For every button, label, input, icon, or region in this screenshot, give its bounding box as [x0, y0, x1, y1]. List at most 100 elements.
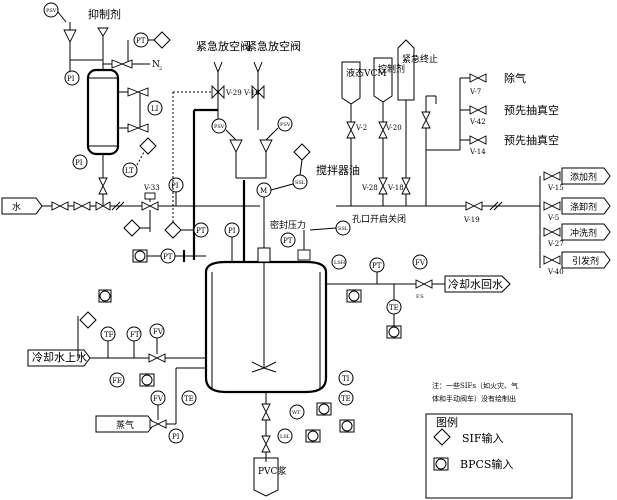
lt-tank: LT — [122, 137, 157, 178]
svg-text:除气: 除气 — [504, 71, 526, 85]
svg-text:SSL: SSL — [338, 226, 349, 232]
svg-text:PI: PI — [172, 433, 180, 441]
steam-in: 蒸气 FV TE PI — [95, 367, 206, 444]
stirrer-motor: M SSL 搅拌器油 — [256, 143, 360, 198]
sif-input-diamond — [153, 31, 171, 49]
svg-text:PI: PI — [75, 159, 83, 167]
svg-text:PT: PT — [163, 253, 173, 261]
svg-text:冷却水回水: 冷却水回水 — [448, 278, 503, 291]
vent-thick-lines — [182, 108, 246, 262]
svg-text:V-33: V-33 — [143, 184, 160, 192]
stirrer-oil-label: 搅拌器油 — [316, 163, 360, 177]
water-inlet: 水 — [1, 197, 260, 215]
svg-text:PI: PI — [67, 75, 75, 83]
svg-text:PI: PI — [171, 182, 179, 190]
svg-text:PSV: PSV — [280, 122, 291, 128]
svg-text:TE: TE — [184, 395, 194, 403]
svg-text:V-28: V-28 — [361, 184, 378, 192]
psv-label: PSV — [46, 8, 57, 14]
agitator — [251, 190, 277, 373]
svg-text:LSL: LSL — [280, 434, 291, 440]
svg-text:添加剂: 添加剂 — [570, 171, 597, 183]
psv-pair: PSV PSV — [211, 116, 293, 179]
svg-text:LSH: LSH — [334, 260, 346, 266]
svg-text:LT: LT — [125, 167, 134, 175]
svg-text:FT: FT — [130, 331, 140, 339]
svg-text:冲洗剂: 冲洗剂 — [570, 227, 597, 239]
pt-left-reactor: PT PI — [164, 221, 240, 262]
svg-text:控制剂: 控制剂 — [378, 63, 405, 75]
li-tank: LI — [127, 87, 163, 133]
pt-top-left: PT — [133, 31, 171, 49]
svg-text:V-2: V-2 — [355, 124, 367, 132]
svg-text:PSV: PSV — [214, 124, 225, 130]
svg-text:V-20: V-20 — [385, 124, 402, 132]
svg-text:FV: FV — [153, 395, 164, 403]
right-additive-feeds: 添加剂 V-15 涤卸剂 V-5 冲洗剂 V-27 引发剂 V-40 — [539, 167, 611, 276]
svg-text:预先抽真空: 预先抽真空 — [504, 103, 559, 117]
note-line-1: 注：一些SIFs（如火灾、气 — [432, 381, 518, 390]
svg-text:引发剂: 引发剂 — [572, 255, 599, 267]
svg-text:V-19: V-19 — [463, 216, 480, 224]
svg-text:TE: TE — [341, 395, 351, 403]
svg-text:V-40: V-40 — [547, 268, 564, 276]
svg-text:WT: WT — [292, 410, 301, 416]
svg-text:SSL: SSL — [295, 180, 306, 186]
svg-text:PT: PT — [283, 237, 293, 245]
svg-text:V-27: V-27 — [547, 240, 564, 248]
svg-text:V-18: V-18 — [387, 184, 404, 192]
svg-text:V-14: V-14 — [469, 148, 486, 156]
lsh-box: LSH — [331, 254, 362, 303]
inhibitor-label: 抑制剂 — [88, 7, 121, 21]
n2-line: N 2 — [111, 59, 162, 72]
legend-sif: SIF输入 — [462, 431, 504, 445]
cooling-water-out: 冷却水回水 PT FV F.S TE — [326, 254, 511, 339]
svg-text:涤卸剂: 涤卸剂 — [570, 201, 597, 213]
svg-text:PT: PT — [136, 37, 146, 45]
svg-text:紧急终止: 紧急终止 — [402, 53, 438, 65]
svg-text:N: N — [152, 60, 160, 70]
svg-text:FE: FE — [112, 377, 122, 385]
sif-diamond-icon — [433, 428, 451, 446]
reactor-vessel — [204, 260, 328, 394]
emergency-vent-lines: V-29 V-16 — [172, 61, 265, 226]
svg-text:LI: LI — [151, 105, 159, 113]
svg-text:FV: FV — [153, 328, 164, 336]
pi-water: PI — [168, 177, 184, 206]
svg-text:PI: PI — [228, 227, 236, 235]
svg-text:V-16: V-16 — [243, 89, 260, 97]
pt-bpcs-left: PT — [132, 248, 206, 264]
svg-text:V-7: V-7 — [469, 88, 481, 96]
svg-text:V-15: V-15 — [547, 184, 564, 192]
note-line-2: 体和手动阀车）没有绘制出 — [432, 394, 516, 403]
inhibitor-lines — [69, 40, 150, 205]
svg-text:蒸气: 蒸气 — [116, 419, 134, 431]
svg-text:PT: PT — [196, 227, 206, 235]
svg-text:预先抽真空: 预先抽真空 — [504, 133, 559, 147]
legend-bpcs: BPCS输入 — [460, 457, 513, 471]
svg-text:PVC浆: PVC浆 — [258, 465, 286, 477]
psv-top-left: PSV — [43, 2, 77, 44]
water-label: 水 — [12, 201, 21, 213]
svg-text:V-42: V-42 — [469, 118, 486, 126]
svg-text:冷却水上水: 冷却水上水 — [32, 351, 87, 364]
legend-box: 图例 SIF输入 BPCS输入 — [425, 413, 573, 499]
inhibitor-tank — [86, 68, 120, 156]
emergency-vent-label-2: 紧急放空阀 — [246, 39, 301, 53]
legend-title: 图例 — [436, 415, 458, 429]
svg-text:孔口开启关闭: 孔口开启关闭 — [352, 213, 406, 225]
pvc-outlet: PVC浆 — [253, 457, 286, 497]
cooling-water-in: 冷却水上水 TF FT FV FE — [27, 289, 206, 388]
liquid-vcm-feed: 液态VCM V-2 — [341, 61, 387, 206]
feed-side-lines: V-19 — [336, 78, 540, 224]
svg-text:TE: TE — [389, 304, 399, 312]
inhibitor-inlet-valve — [97, 27, 109, 44]
seal-pressure: 密封压力 PT SSL 孔口开启关闭 — [270, 213, 406, 261]
svg-text:密封压力: 密封压力 — [270, 219, 306, 231]
svg-text:TF: TF — [104, 331, 114, 339]
svg-text:PT: PT — [372, 262, 382, 270]
pi-tank-bottom: PI — [72, 154, 108, 195]
svg-text:M: M — [260, 187, 267, 195]
svg-text:F.S: F.S — [416, 294, 424, 300]
svg-text:液态VCM: 液态VCM — [346, 67, 387, 79]
